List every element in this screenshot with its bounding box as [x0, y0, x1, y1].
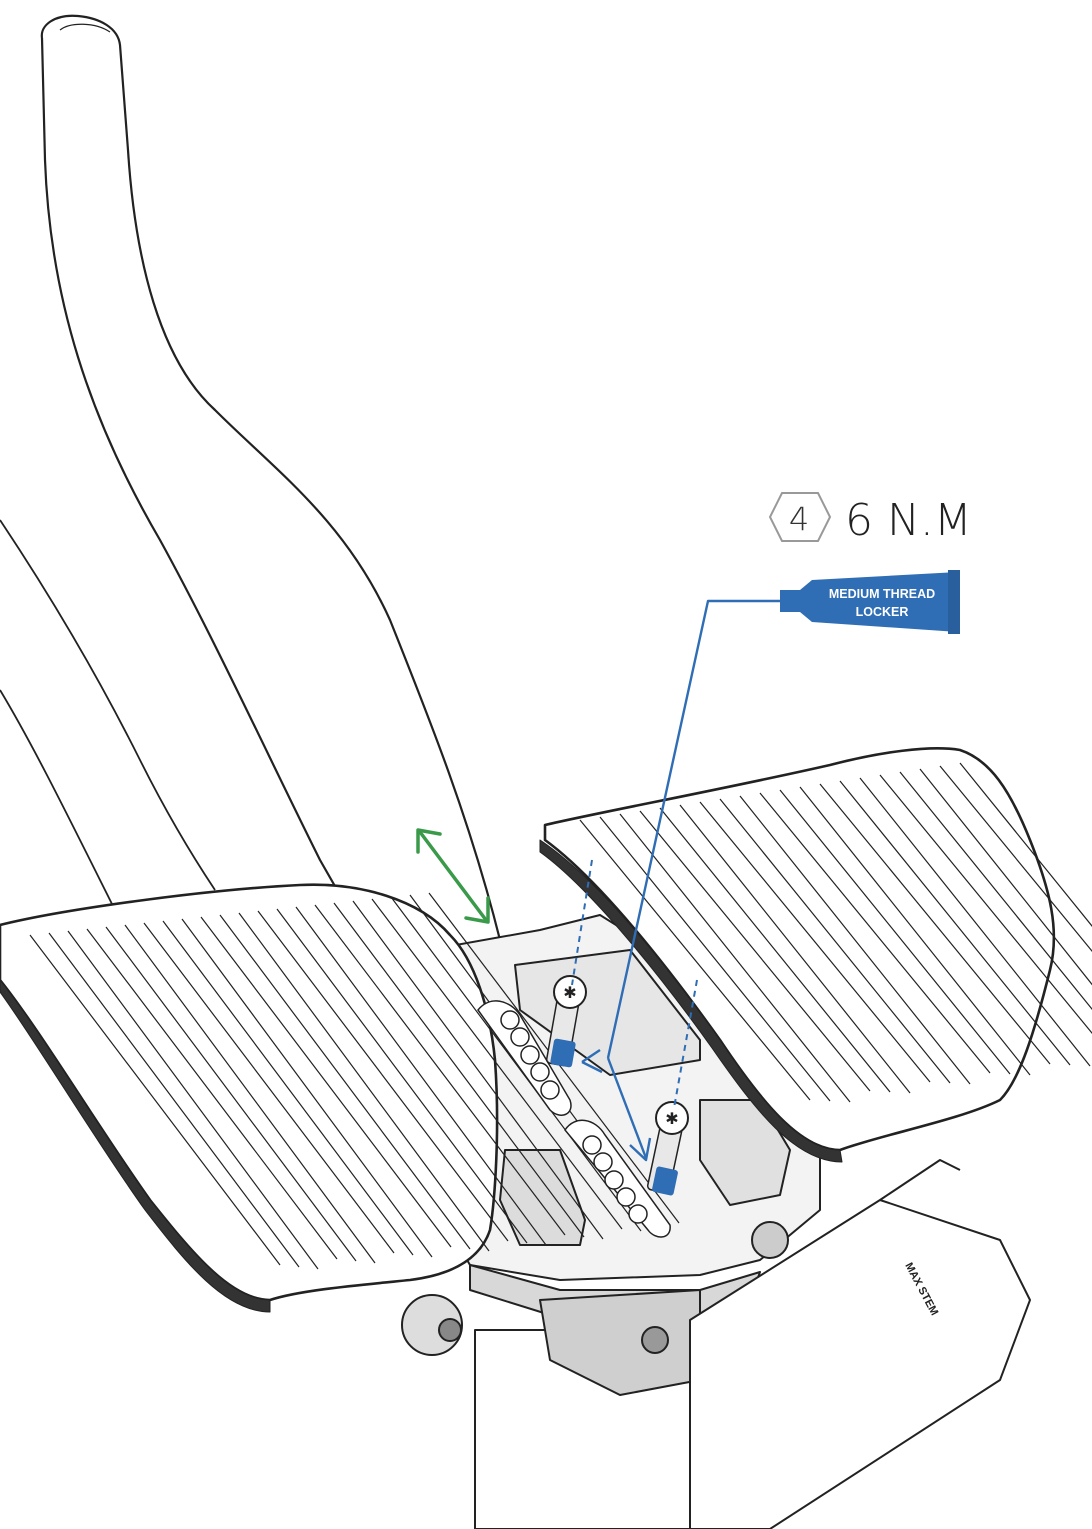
pad-rib-line: [639, 810, 871, 1092]
pad-rib-line: [371, 898, 623, 1230]
pad-rib-line: [352, 900, 604, 1240]
pad-rib-line: [739, 795, 971, 1085]
thread-locker-tube: MEDIUM THREAD LOCKER: [780, 570, 960, 634]
pad-rib-line: [48, 932, 300, 1268]
adjust-double-arrow-icon: [416, 828, 490, 924]
pad-rib-line: [124, 924, 376, 1264]
pad-rib-line: [295, 906, 547, 1246]
hex-key-icon: [768, 492, 832, 542]
pad-rib-line: [105, 926, 357, 1262]
pad-rib-line: [238, 912, 490, 1252]
pad-rib-line: [879, 774, 1092, 1035]
pad-rib-line: [86, 928, 338, 1260]
torx-bolt-icon: ✱: [563, 983, 576, 1002]
pad-rib-line: [333, 902, 585, 1238]
pad-rib-line: [939, 765, 1092, 952]
pad-rib-line: [257, 910, 509, 1242]
pad-rib-line: [819, 783, 1051, 1065]
pad-rib-line: [699, 801, 931, 1083]
pad-rib-line: [162, 920, 414, 1256]
pad-rib-line: [919, 768, 1092, 986]
stem: [401, 1159, 1031, 1529]
pad-rib-line: [29, 934, 281, 1266]
pad-rib-line: [599, 816, 831, 1102]
thread-locker-label-line2: LOCKER: [856, 605, 909, 619]
pad-rib-line: [314, 904, 566, 1236]
pad-rib-line: [579, 819, 811, 1101]
pad-rib-line: [839, 780, 1071, 1066]
pad-rib-line: [859, 777, 1091, 1067]
pad-rib-line: [959, 762, 1092, 927]
left-bolt-slot: [477, 1000, 572, 1116]
thread-locker-leader: [581, 599, 780, 1162]
torx-bolt-icon: ✱: [665, 1109, 678, 1128]
pad-rib-line: [67, 930, 319, 1270]
pad-rib-line: [719, 798, 951, 1084]
pad-rib-line: [679, 804, 911, 1094]
right-armrest-pad: [539, 747, 1092, 1163]
pad-rib-line: [619, 813, 851, 1103]
pad-rib-line: [143, 922, 395, 1254]
torque-callout: 4 6 N.M: [768, 492, 972, 546]
pad-rib-line: [799, 786, 1031, 1076]
bolt-lower: ✱: [646, 1101, 689, 1196]
pad-rib-line: [200, 916, 452, 1248]
pad-rib-line: [219, 914, 471, 1250]
extension-bar: [0, 14, 531, 1001]
thread-locker-label-line1: MEDIUM THREAD: [829, 587, 935, 601]
right-bolt-slot: [564, 1119, 671, 1238]
pad-rib-line: [759, 792, 991, 1074]
pad-rib-line: [779, 789, 1011, 1075]
hex-key-size: 4: [789, 500, 809, 538]
torque-value: 6 N.M: [845, 495, 972, 546]
pad-rib-line: [181, 918, 433, 1258]
bolt-upper: ✱: [545, 975, 587, 1068]
pad-rib-line: [276, 908, 528, 1244]
pad-rib-line: [659, 807, 891, 1093]
